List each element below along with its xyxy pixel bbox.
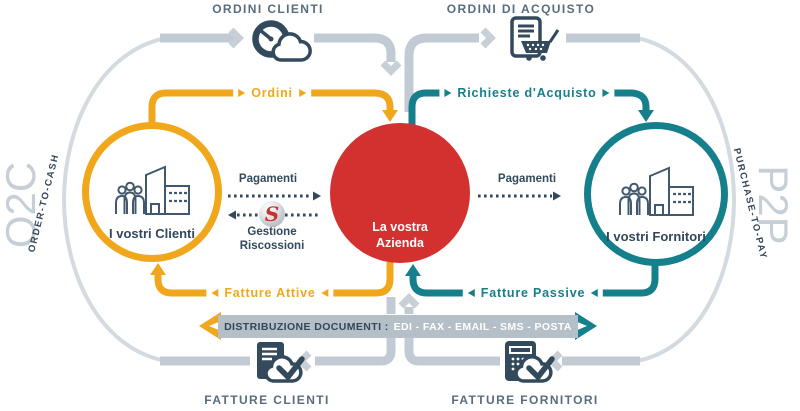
invoice-cloud-check-icon xyxy=(257,342,305,383)
company-label-line1: La vostra xyxy=(372,220,428,234)
arrowhead-down xyxy=(638,110,654,122)
gray-flow-lines-top xyxy=(160,33,640,112)
caption-fatture-clienti: FATTURE CLIENTI xyxy=(204,393,330,407)
banner-title: DISTRIBUZIONE DOCUMENTI : xyxy=(224,320,389,333)
chevron-right-icon xyxy=(228,27,244,49)
chevron-left-icon xyxy=(467,289,475,297)
clients-circle: I vostri Clienti xyxy=(82,122,222,262)
arrowhead-up xyxy=(405,264,421,276)
caption-ordini-clienti: ORDINI CLIENTI xyxy=(212,2,324,16)
fatture-passive-flow-label: Fatture Passive xyxy=(462,286,604,300)
arrowhead-down xyxy=(382,110,398,122)
chevron-right-icon xyxy=(444,89,452,97)
company-circle: La vostra Azienda xyxy=(330,123,470,263)
pagamenti-right-label: Pagamenti xyxy=(497,173,557,185)
speedometer-cloud-icon xyxy=(252,20,312,62)
calculator-cloud-check-icon xyxy=(505,341,555,383)
chevron-left-icon xyxy=(211,289,219,297)
company-label-line2: Azienda xyxy=(376,236,424,250)
clients-label: I vostri Clienti xyxy=(109,226,195,241)
banner-channels: EDI - FAX - EMAIL - SMS - POSTA xyxy=(393,320,572,333)
gestione-riscossioni-label: Gestione Riscossioni xyxy=(239,226,305,252)
document-cart-icon xyxy=(510,16,560,61)
chevron-right-icon xyxy=(480,27,496,49)
chevron-right-icon xyxy=(238,89,246,97)
chevron-up-icon xyxy=(398,293,420,309)
chevron-right-icon xyxy=(298,89,306,97)
suppliers-circle: I vostri Fornitori xyxy=(584,122,728,266)
ordini-flow-label: Ordini xyxy=(233,86,311,100)
chevron-down-icon xyxy=(380,60,402,76)
distribution-banner: DISTRIBUZIONE DOCUMENTI : EDI - FAX - EM… xyxy=(218,315,578,338)
gray-flow-lines-bottom xyxy=(160,297,640,366)
chevron-left-icon xyxy=(321,289,329,297)
caption-fatture-fornitori: FATTURE FORNITORI xyxy=(451,393,599,407)
caption-ordini-di-acquisto: ORDINI DI ACQUISTO xyxy=(446,2,596,16)
dotted-payment-arrows xyxy=(228,191,561,220)
fatture-attive-flow-label: Fatture Attive xyxy=(206,286,334,300)
outer-arc-left xyxy=(61,36,167,363)
arrowhead-up xyxy=(150,263,166,275)
pagamenti-left-label: Pagamenti xyxy=(238,173,298,185)
chevron-right-icon xyxy=(602,89,610,97)
suppliers-label: I vostri Fornitori xyxy=(606,229,706,244)
richieste-flow-label: Richieste d'Acquisto xyxy=(439,86,615,100)
collections-logo-icon: S xyxy=(259,201,285,227)
chevron-left-icon xyxy=(591,289,599,297)
outer-arc-right xyxy=(636,36,737,363)
banner-chevron-left-icon xyxy=(199,312,221,340)
banner-chevron-right-icon xyxy=(575,312,597,340)
